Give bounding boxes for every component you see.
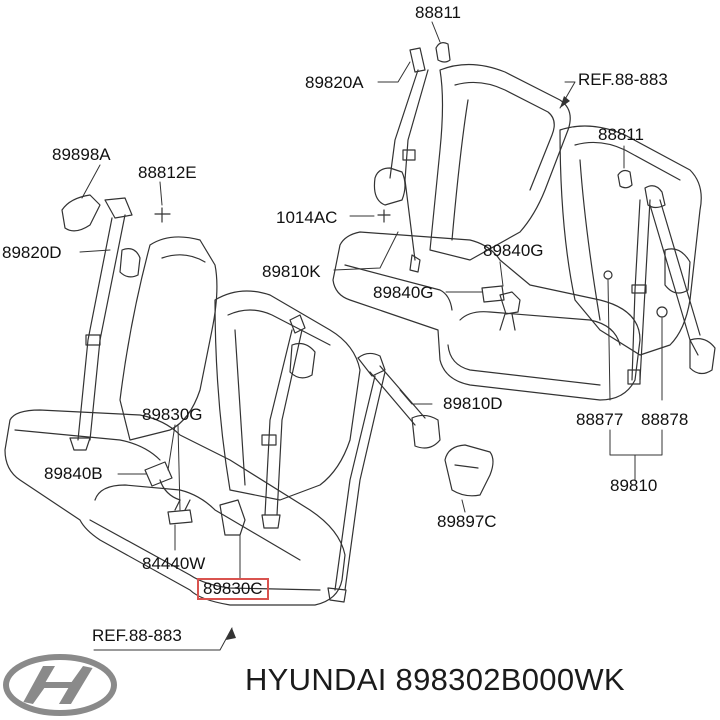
label-88811-right: 88811 <box>598 125 645 144</box>
label-88877: 88877 <box>576 410 624 429</box>
label-89830C-highlighted: 89830C <box>197 578 269 600</box>
label-1014AC: 1014AC <box>276 208 338 227</box>
label-ref-bottom: REF.88-883 <box>92 626 182 645</box>
leader-lines <box>79 21 663 651</box>
label-89820A: 89820A <box>305 73 364 92</box>
label-89840G-mid: 89840G <box>373 283 434 302</box>
label-ref-top: REF.88-883 <box>578 70 668 89</box>
label-88811-top: 88811 <box>415 3 462 22</box>
right-belt <box>327 352 494 603</box>
upper-buckle <box>481 285 521 331</box>
upper-right-belt <box>603 169 716 385</box>
lower-left-belt <box>61 194 171 451</box>
label-89830G: 89830G <box>142 405 203 424</box>
upper-left-belt <box>373 42 451 273</box>
label-89897C: 89897C <box>437 512 497 531</box>
label-84440W: 84440W <box>142 554 206 573</box>
lower-seat-outline <box>4 236 361 606</box>
label-89810D: 89810D <box>443 394 503 413</box>
label-88812E: 88812E <box>138 163 197 182</box>
label-88878: 88878 <box>641 410 689 429</box>
label-89898A: 89898A <box>52 145 111 164</box>
lower-buckles <box>144 461 246 536</box>
label-89810K: 89810K <box>262 262 321 281</box>
upper-seat-outline <box>332 63 702 401</box>
label-89840G-right: 89840G <box>483 241 544 260</box>
label-89810: 89810 <box>610 476 658 495</box>
center-belt <box>261 314 316 529</box>
label-89840B: 89840B <box>44 464 103 483</box>
brand-part-number: HYUNDAI 898302B000WK <box>245 662 625 697</box>
label-89820D: 89820D <box>2 243 62 262</box>
reference-arrows <box>226 96 570 640</box>
hyundai-logo-icon <box>3 654 117 716</box>
